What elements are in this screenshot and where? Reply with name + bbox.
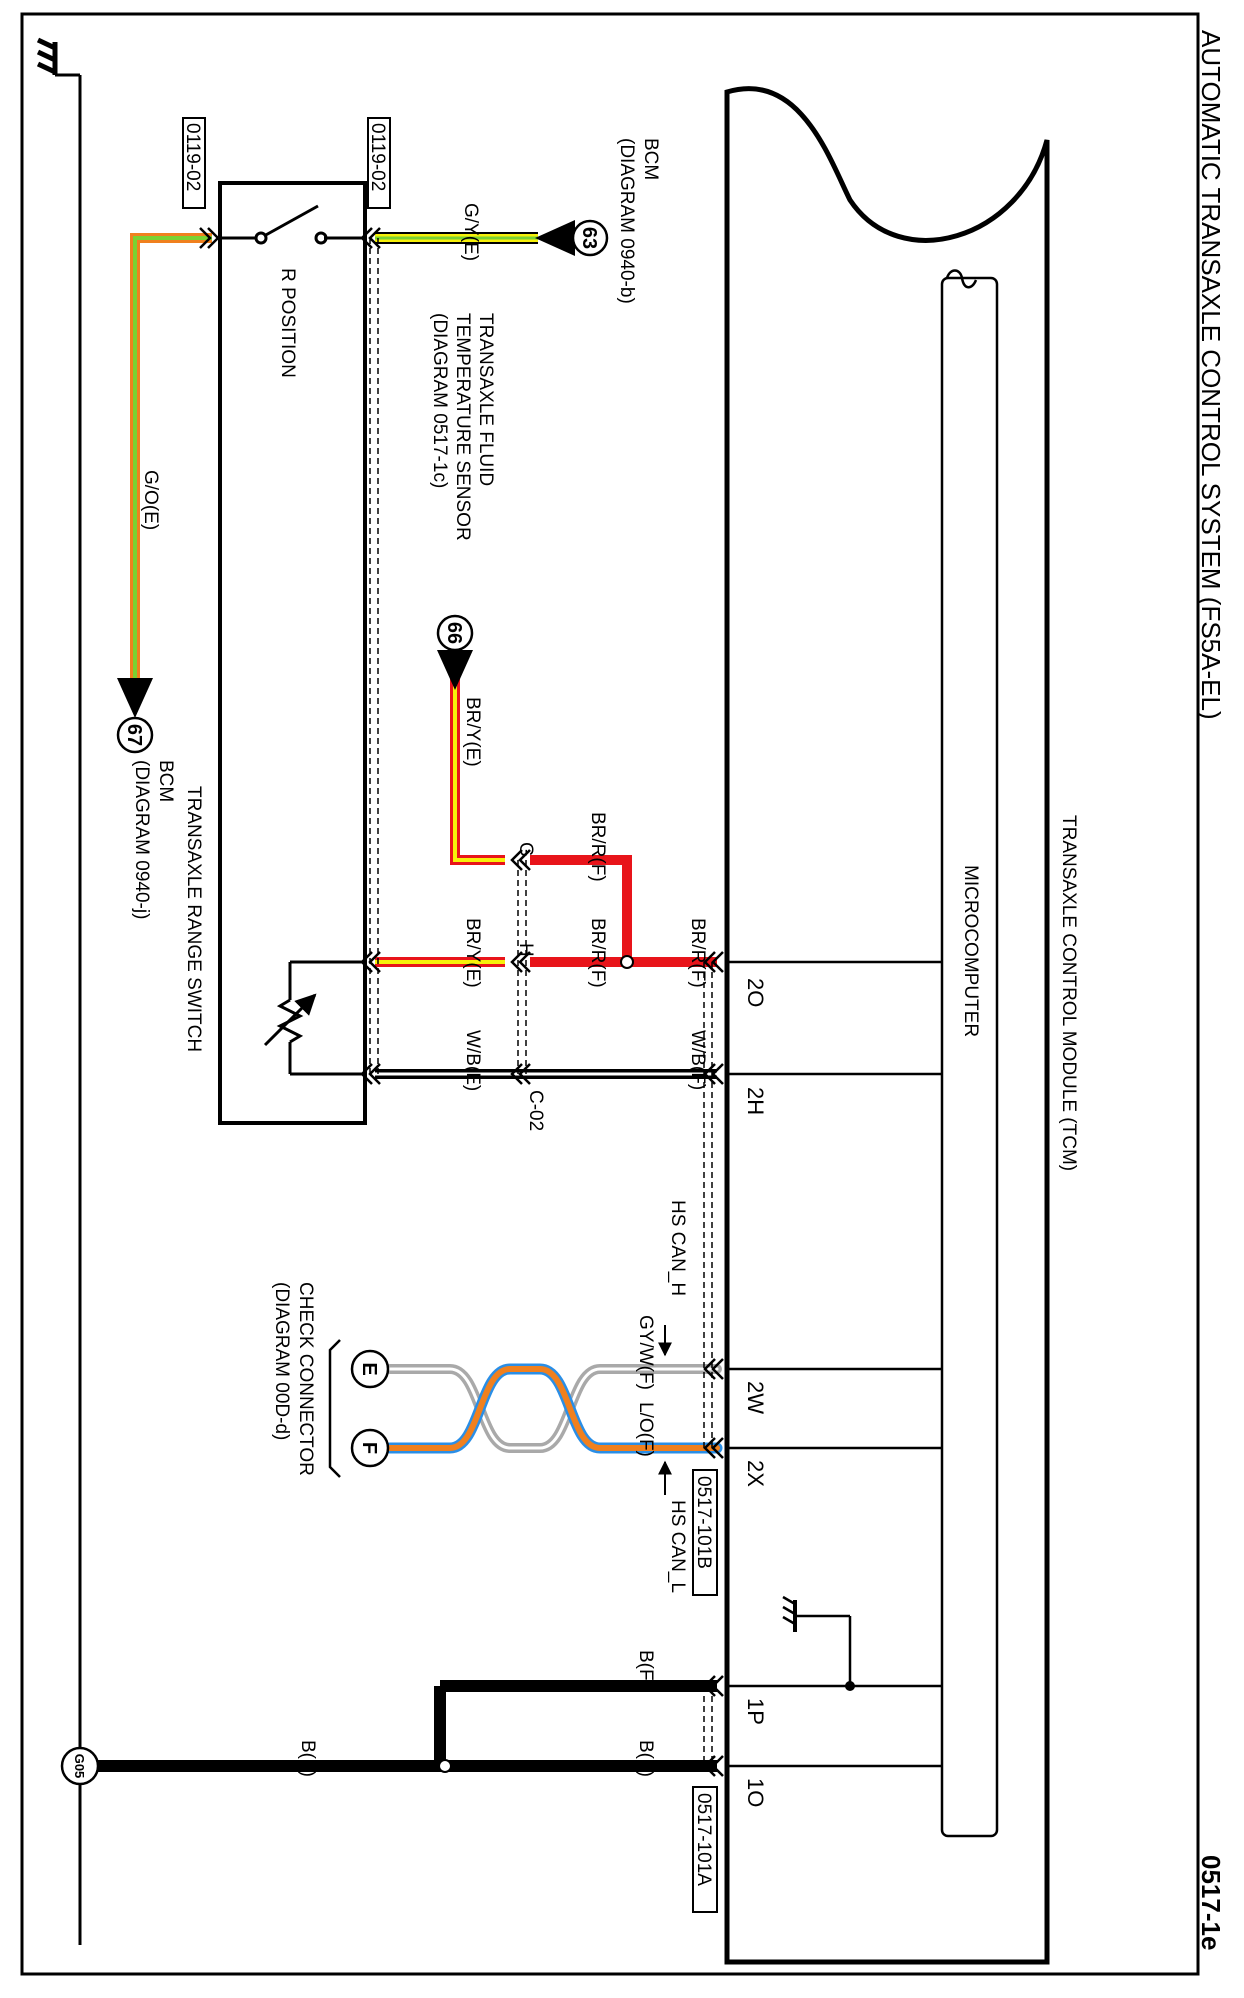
pin-2h: 2H — [743, 1087, 768, 1115]
variable-resistor-icon — [263, 960, 365, 1076]
page-frame — [20, 12, 1200, 1976]
pin-2w: 2W — [743, 1381, 768, 1414]
pin-2o: 2O — [743, 978, 768, 1007]
term-h: H — [515, 943, 536, 957]
connector-chevrons — [199, 227, 724, 1777]
bcm-67-badge — [116, 716, 154, 754]
r-position-switch-icon — [220, 204, 365, 245]
term-g: G — [515, 842, 536, 857]
page-title: AUTOMATIC TRANSAXLE CONTROL SYSTEM (FS5A… — [1196, 30, 1226, 720]
wire-label-brr-f-g: BR/R(F) — [587, 812, 608, 882]
tcm-label: TRANSAXLE CONTROL MODULE (TCM) — [1058, 815, 1079, 1171]
ground-bus — [36, 37, 82, 1945]
bcm-63-arrow — [535, 220, 575, 256]
junction-2o — [620, 955, 634, 969]
ground-g05-label: G05 — [72, 1754, 87, 1779]
sensor-line1: TRANSAXLE FLUID — [475, 313, 496, 486]
terminal-f — [350, 1428, 390, 1468]
can-h-label: HS CAN_H — [667, 1200, 688, 1296]
bcm-bottom-ref: (DIAGRAM 0940-j) — [131, 760, 152, 919]
bcm-67-arrow — [117, 678, 153, 718]
microcomputer-label: MICROCOMPUTER — [960, 865, 981, 1037]
connector-box-0119-bottom — [182, 117, 206, 209]
term-e: E — [358, 1362, 380, 1375]
connector-0517-101b: 0517-101B — [693, 1476, 714, 1569]
connector-c02: C-02 — [525, 1090, 546, 1131]
wire-label-wb-f: W/B(F) — [687, 1030, 708, 1090]
wire-bry-e-sensor — [450, 672, 505, 865]
range-switch-label: TRANSAXLE RANGE SWITCH — [183, 786, 204, 1052]
page-code: 0517-1e — [1196, 1855, 1226, 1950]
pin-1o: 1O — [743, 1778, 768, 1807]
wire-label-brr-f-tcm: BR/R(F) — [687, 918, 708, 988]
bcm-bottom-name: BCM — [155, 760, 176, 802]
wire-label-wb-e: W/B(E) — [462, 1030, 483, 1091]
ground-g05-badge — [60, 1746, 100, 1786]
wire-b-f — [90, 1680, 717, 1772]
bcm-bottom-num: 67 — [123, 724, 145, 746]
can-l-label: HS CAN_L — [667, 1500, 688, 1593]
connector-box-0517-101b — [692, 1469, 718, 1596]
junction-ground — [438, 1759, 452, 1773]
connector-0517-101a: 0517-101A — [693, 1793, 714, 1886]
wire-label-gyw-f: GY/W(F) — [635, 1315, 656, 1390]
wire-label-b-f-1o: B(F) — [635, 1740, 656, 1777]
connector-0119-bottom: 0119-02 — [182, 123, 203, 191]
chassis-ground-icon — [36, 37, 58, 75]
wire-go-e — [130, 233, 212, 690]
tcm-internal-ground — [782, 1595, 852, 1686]
pin-1p: 1P — [743, 1698, 768, 1725]
sensor-num: 66 — [443, 622, 465, 644]
sensor-66-arrow — [437, 650, 473, 690]
wire-label-gy-e: G/Y(E) — [460, 203, 481, 261]
connector-0119-top: 0119-02 — [367, 123, 388, 191]
tcm-module — [724, 86, 1050, 1965]
bcm-top-name: BCM — [640, 138, 661, 180]
shield-lines — [369, 238, 713, 1766]
connector-box-0119-top — [367, 117, 391, 209]
connector-box-0517-101a — [692, 1786, 718, 1913]
wire-label-b-f-ground: B(F) — [297, 1740, 318, 1777]
wire-label-b-f-1p: B(F) — [635, 1650, 656, 1687]
check-connector-bracket — [328, 1339, 341, 1478]
sensor-line2: TEMPERATURE SENSOR — [452, 313, 473, 541]
sensor-66-badge — [436, 614, 474, 652]
r-position-label: R POSITION — [277, 268, 298, 378]
bcm-63-badge — [571, 219, 609, 257]
wire-label-bry-e-sensor: BR/Y(E) — [462, 697, 483, 767]
sensor-line3: (DIAGRAM 0517-1c) — [429, 313, 450, 488]
check-connector-ref: (DIAGRAM 00D-d) — [271, 1282, 292, 1440]
can-bus-pair — [384, 1363, 723, 1454]
bcm-top-num: 63 — [578, 227, 600, 249]
terminal-e — [350, 1349, 390, 1389]
microcomputer-block — [940, 276, 999, 1838]
wire-brr-f-g — [530, 855, 632, 960]
wire-label-lo-f: L/O(F) — [635, 1402, 656, 1457]
term-f: F — [358, 1442, 380, 1454]
wire-label-bry-e-switch: BR/Y(E) — [462, 918, 483, 988]
wire-label-brr-f-h: BR/R(F) — [587, 918, 608, 988]
check-connector-label: CHECK CONNECTOR — [295, 1282, 316, 1476]
wire-label-go-e: G/O(E) — [140, 470, 161, 530]
pin-2x: 2X — [743, 1460, 768, 1487]
transaxle-range-switch — [218, 181, 367, 1125]
bcm-top-ref: (DIAGRAM 0940-b) — [616, 138, 637, 304]
